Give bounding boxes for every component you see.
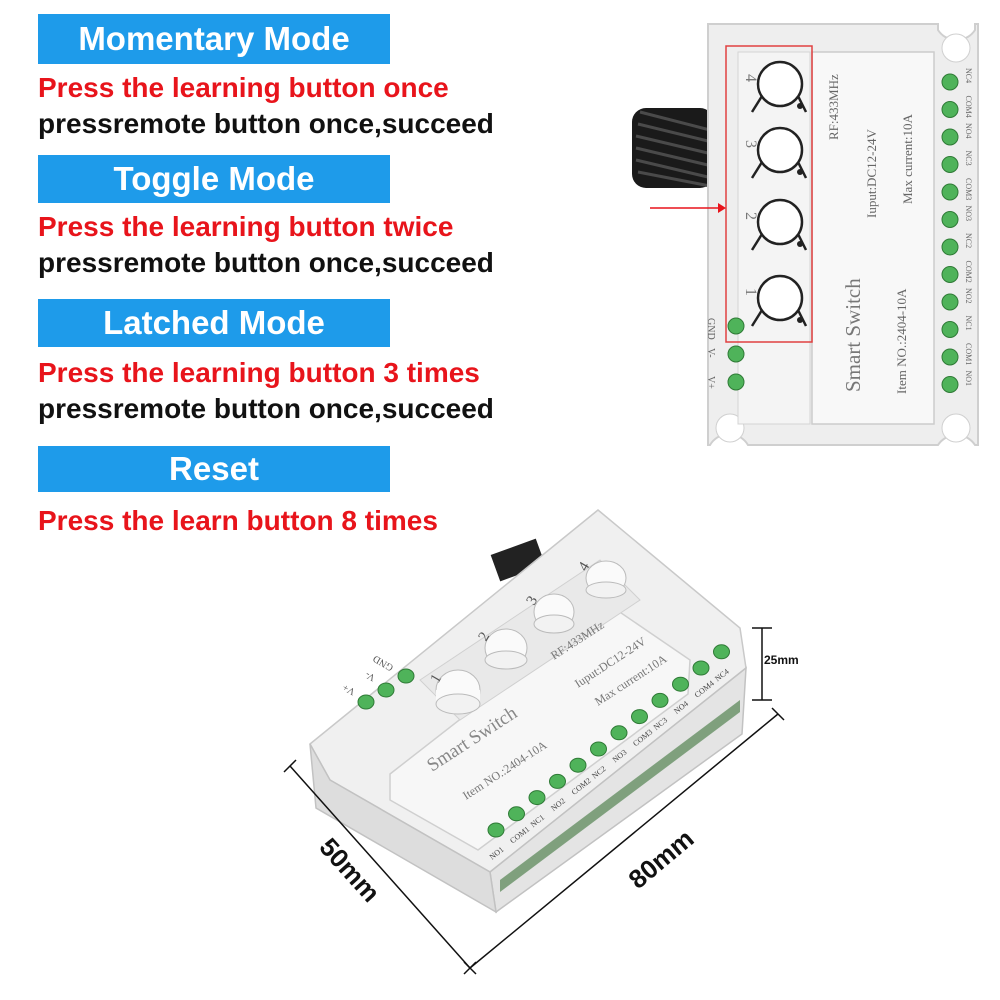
terminal-screw — [941, 293, 959, 311]
terminal-label: NC3 — [964, 151, 973, 166]
momentary-mode-result: pressremote button once,succeed — [38, 108, 494, 139]
terminal-label: NO1 — [964, 371, 973, 387]
button-number-4: 4 — [742, 74, 759, 82]
terminal-label: NC2 — [964, 233, 973, 248]
dimension-length — [463, 707, 785, 975]
iso-power-label-vplus: V+ — [341, 681, 358, 697]
latched-mode-header: Latched Mode — [38, 299, 390, 347]
learn-button-4 — [750, 60, 808, 113]
terminal-screw — [941, 376, 959, 393]
iso-terminal-screw — [713, 644, 730, 660]
reset-header: Reset — [38, 446, 390, 492]
button-highlight-box — [725, 45, 813, 343]
iso-terminal-screw — [610, 725, 628, 741]
learn-button-2 — [750, 198, 808, 251]
iso-terminal-screw — [549, 773, 566, 789]
label-current: Max current:10A — [900, 113, 915, 204]
iso-button-2 — [484, 628, 528, 670]
latched-mode-result: pressremote button once,succeed — [38, 393, 494, 424]
terminal-screw — [941, 266, 959, 283]
terminal-screw — [941, 321, 959, 338]
housing-left-face — [309, 743, 497, 914]
dimension-length-label: 80mm — [623, 823, 700, 894]
iso-button-4 — [585, 560, 627, 599]
button-number-1: 1 — [742, 288, 759, 296]
power-terminals — [727, 317, 745, 391]
iso-terminal-screw — [631, 709, 648, 725]
learn-button-1 — [750, 274, 808, 327]
terminal-screw — [941, 101, 959, 118]
iso-power-terminals — [357, 668, 415, 710]
power-label-vplus: V+ — [705, 376, 716, 389]
terminal-label: NO2 — [964, 288, 973, 304]
button-number-2: 2 — [742, 212, 759, 220]
terminal-label: COM4 — [964, 96, 973, 118]
power-label-gnd: GND — [705, 318, 716, 340]
iso-terminal-screw — [590, 741, 607, 757]
terminal-screw — [941, 211, 959, 228]
label-input: Iuput:DC12-24V — [864, 129, 879, 218]
toggle-mode-result: pressremote button once,succeed — [38, 247, 494, 278]
terminal-label: NC4 — [964, 68, 973, 83]
momentary-mode-instruction: Press the learning button once — [38, 72, 449, 103]
device-isometric-view: 1 2 3 4 RF:433MHz Iuput:DC12-24V Max cur… — [283, 509, 799, 975]
dimension-height-label: 25mm — [764, 653, 799, 667]
iso-terminal-screw — [508, 806, 525, 822]
label-panel — [811, 51, 935, 425]
iso-terminal-screw — [528, 790, 546, 806]
antenna-coil — [632, 108, 714, 188]
iso-terminal-screw — [651, 692, 669, 708]
power-label-vminus: V- — [705, 348, 716, 358]
terminal-label: COM1 — [964, 343, 973, 365]
toggle-mode-header: Toggle Mode — [38, 155, 390, 203]
latched-mode-instruction: Press the learning button 3 times — [38, 357, 480, 388]
terminal-label: COM2 — [964, 261, 973, 283]
terminal-label: NO4 — [964, 123, 973, 139]
terminal-screw — [941, 183, 959, 201]
iso-terminal-screw — [672, 676, 689, 692]
red-arrow — [650, 203, 726, 213]
terminal-label: NO3 — [964, 206, 973, 222]
terminal-screw — [941, 238, 959, 256]
terminal-screw — [941, 73, 959, 91]
terminal-label: COM3 — [964, 178, 973, 200]
iso-power-label-vminus: V- — [364, 669, 378, 683]
terminal-screw — [941, 348, 959, 366]
terminal-label: NC1 — [964, 316, 973, 331]
iso-power-label-gnd: GND — [371, 653, 395, 673]
button-number-3: 3 — [742, 140, 759, 148]
reset-instruction: Press the learn button 8 times — [38, 505, 438, 536]
learn-button-3 — [750, 126, 808, 179]
label-title: Smart Switch — [841, 278, 865, 392]
dimension-depth-label: 50mm — [314, 832, 387, 908]
iso-terminal-screw — [487, 822, 505, 838]
terminal-screw — [941, 156, 959, 173]
iso-terminal-screw — [692, 660, 710, 676]
antenna-stub — [490, 538, 546, 582]
label-item: Item NO.:2404-10A — [894, 288, 909, 394]
iso-terminal-screw — [569, 757, 587, 773]
pcb-edge — [500, 700, 740, 892]
dimension-height — [752, 627, 772, 701]
iso-button-3 — [533, 593, 575, 634]
toggle-mode-instruction: Press the learning button twice — [38, 211, 454, 242]
iso-button-1 — [435, 669, 481, 715]
momentary-mode-header: Momentary Mode — [38, 14, 390, 64]
terminal-screw — [941, 128, 959, 146]
device-top-view: 4 3 2 1 RF:433MHz Iuput:DC12-24V Max cur… — [632, 23, 979, 446]
label-rf: RF:433MHz — [826, 74, 841, 140]
